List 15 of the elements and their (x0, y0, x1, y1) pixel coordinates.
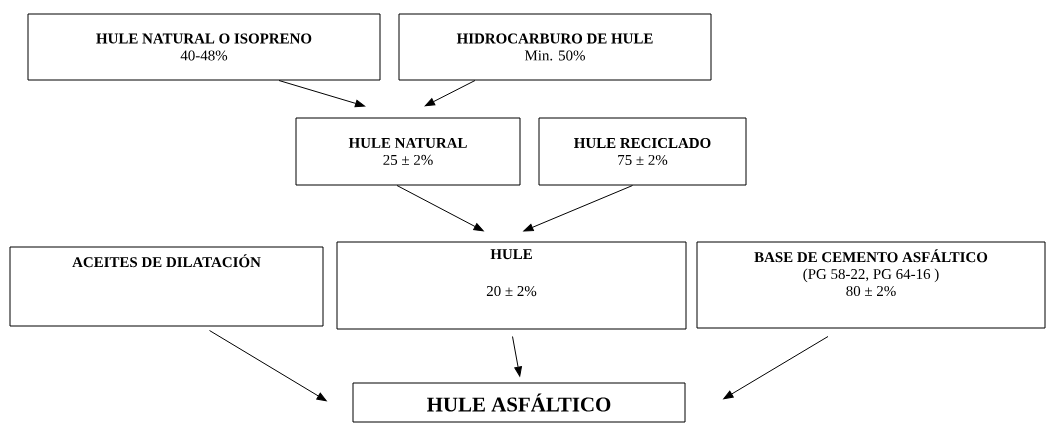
arrow (523, 185, 633, 232)
process-box: HULE NATURAL 25 ± 2% (295, 117, 521, 186)
arrow (209, 330, 327, 402)
arrow (396, 185, 484, 232)
arrow (424, 80, 476, 107)
process-box: HULE NATURAL O ISOPRENO 40-48% (27, 13, 381, 81)
process-box: HULE 20 ± 2% (336, 241, 687, 330)
process-box: HULE RECICLADO 75 ± 2% (538, 117, 747, 186)
arrow (512, 336, 522, 377)
process-box: HIDROCARBURO DE HULE Min. 50% (398, 13, 712, 81)
arrow (723, 336, 829, 400)
process-box: BASE DE CEMENTO ASFÁLTICO (PG 58-22, PG 64-16 ) 80 ± 2% (696, 241, 1046, 329)
process-box: HULE ASFÁLTICO (352, 382, 686, 423)
arrow (278, 80, 366, 108)
process-box: ACEITES DE DILATACIÓN (9, 246, 324, 327)
